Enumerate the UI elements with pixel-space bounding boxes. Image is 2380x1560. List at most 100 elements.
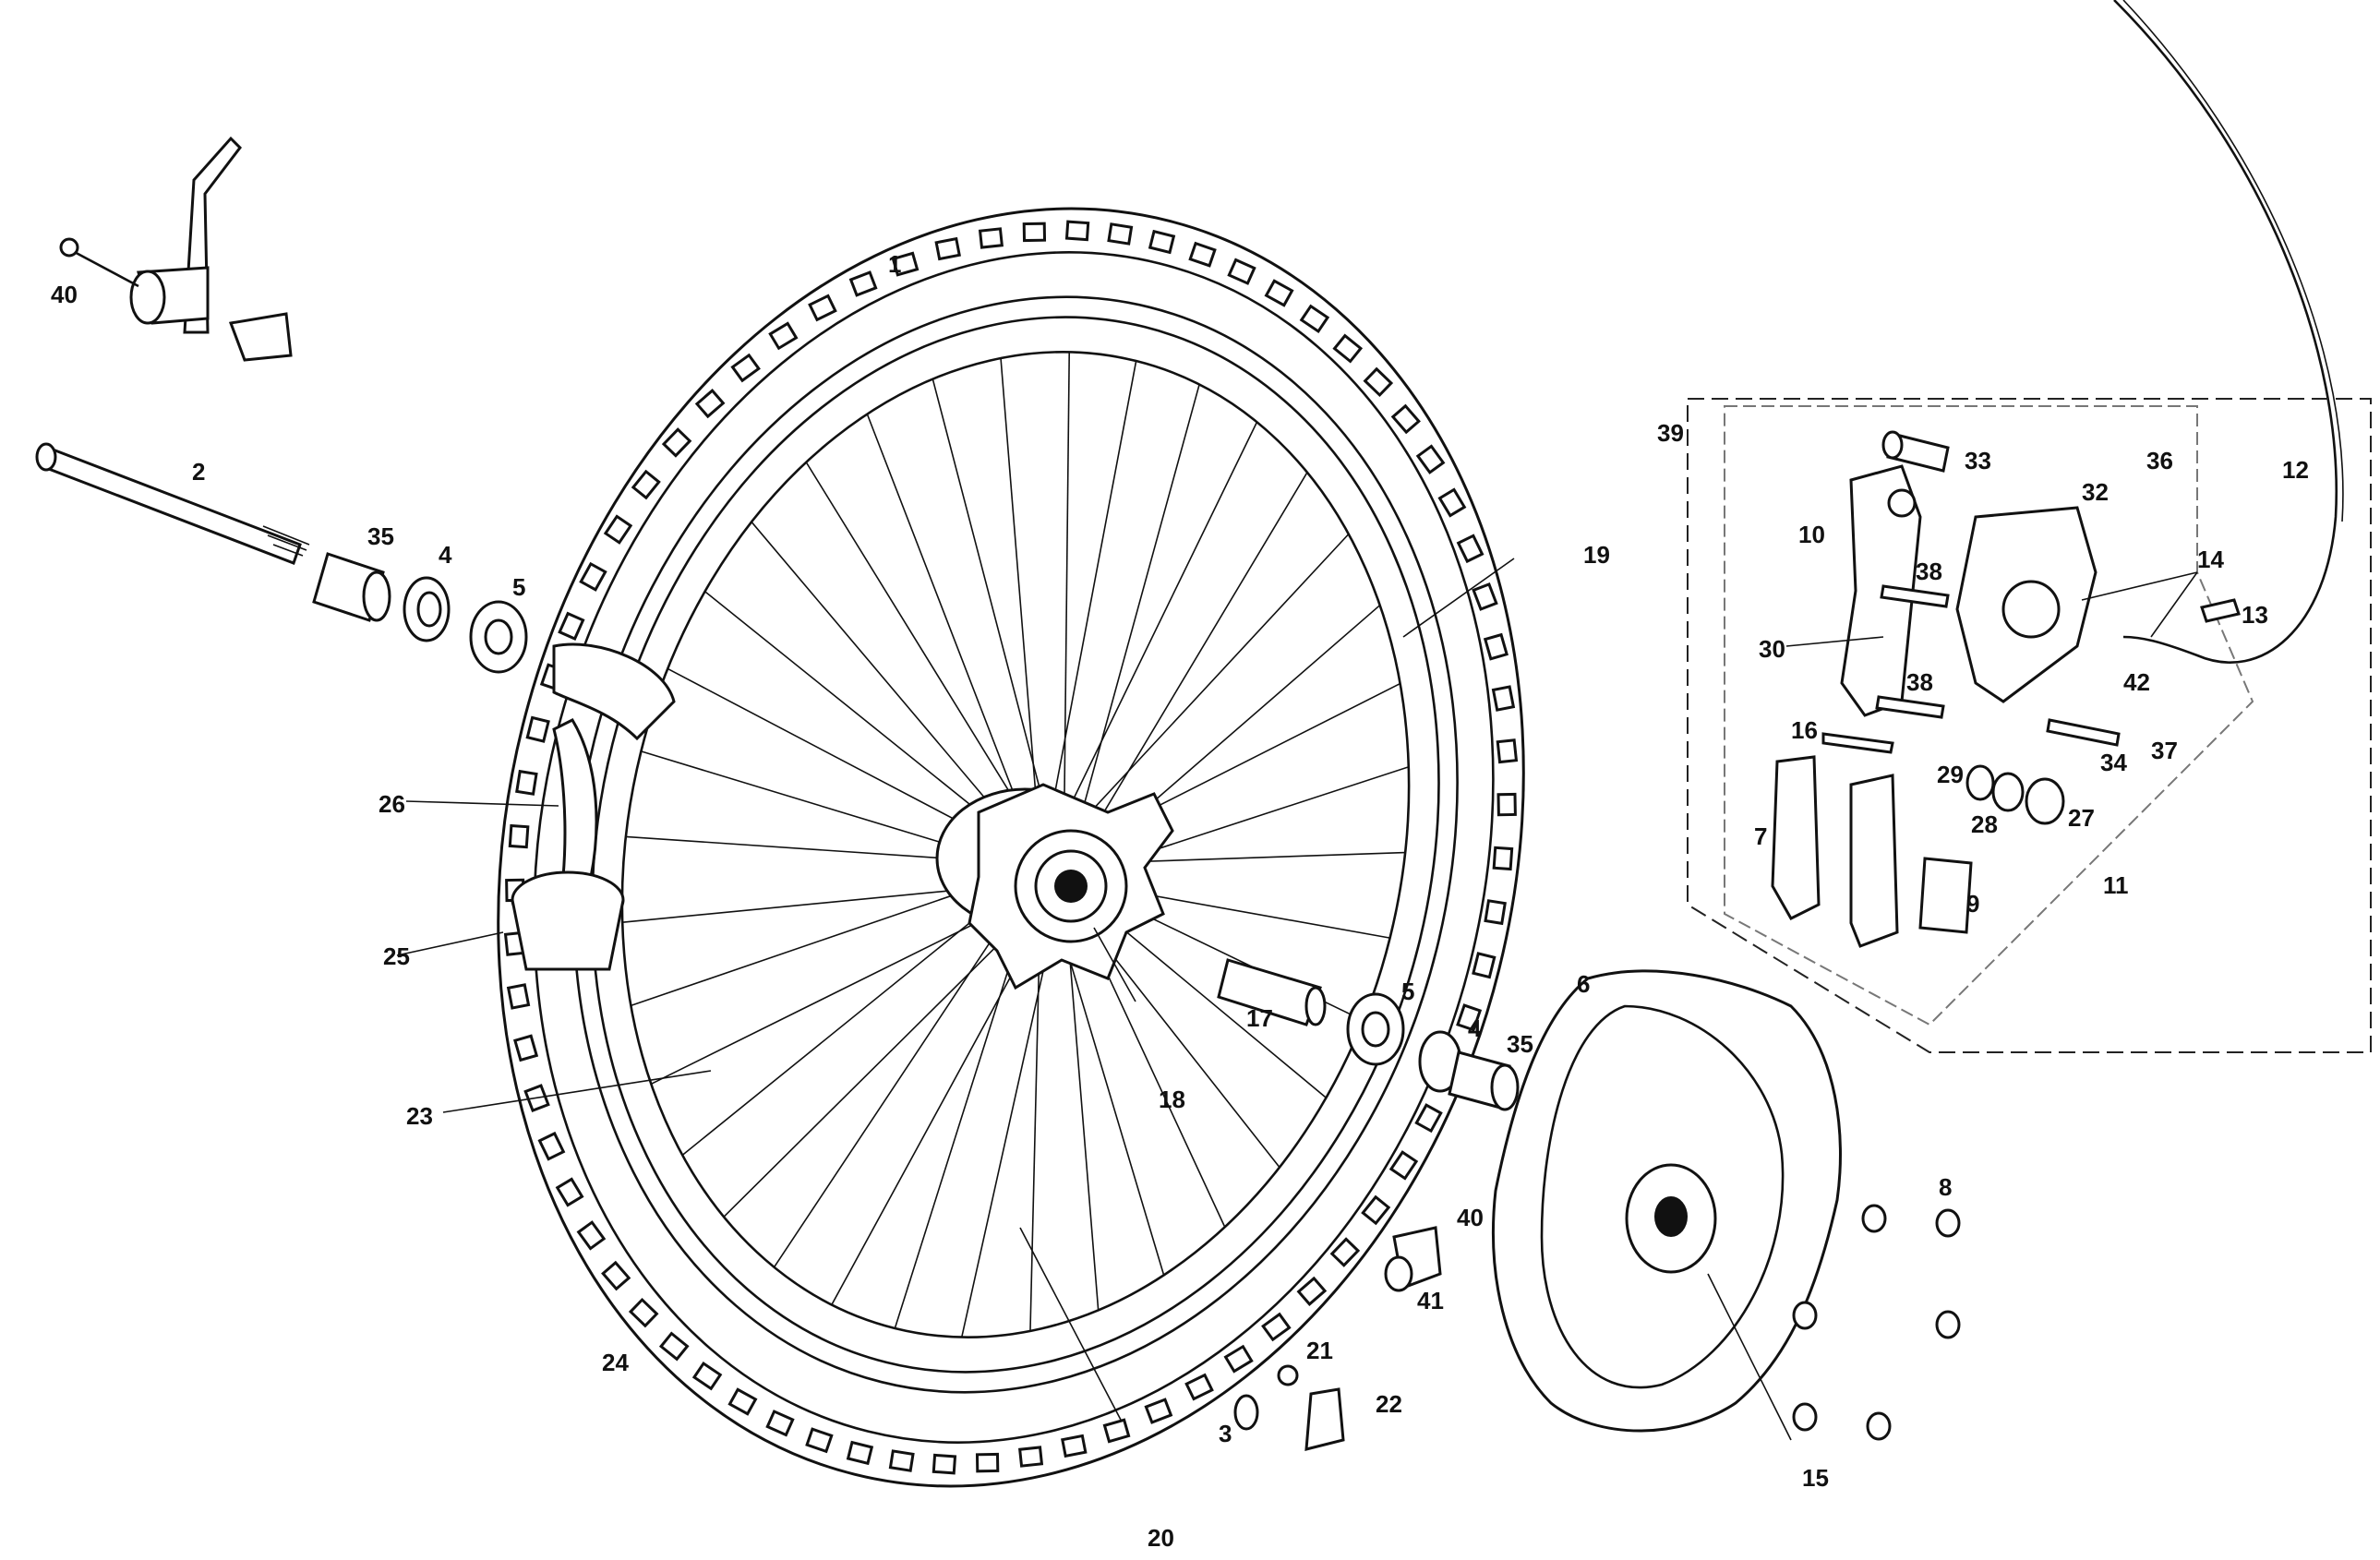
label-42: 42 bbox=[2123, 668, 2150, 696]
tread-knob bbox=[1261, 1312, 1292, 1342]
tread-knob bbox=[1492, 846, 1514, 871]
tread-knob bbox=[1472, 952, 1497, 979]
label-5a: 5 bbox=[512, 573, 525, 601]
tread-knob bbox=[631, 469, 661, 500]
spoke bbox=[1000, 357, 1042, 866]
label-40a: 40 bbox=[51, 281, 78, 308]
label-8: 8 bbox=[1939, 1173, 1952, 1201]
tread-knob bbox=[1414, 1103, 1443, 1134]
tread-knob bbox=[1472, 582, 1498, 611]
tread-knob bbox=[805, 1427, 834, 1454]
tread-knob bbox=[1491, 685, 1516, 712]
tread-knob bbox=[891, 251, 920, 277]
label-33: 33 bbox=[1965, 447, 1991, 474]
label-5b: 5 bbox=[1401, 978, 1414, 1005]
tread-knob bbox=[601, 1260, 631, 1291]
tread-knob bbox=[525, 715, 550, 743]
clamp-40 bbox=[59, 136, 293, 362]
label-24: 24 bbox=[602, 1349, 629, 1376]
tread-knob bbox=[848, 270, 878, 297]
tread-knob bbox=[1064, 220, 1090, 242]
label-4b: 4 bbox=[1468, 1014, 1482, 1042]
tread-knob bbox=[579, 561, 607, 592]
label-14: 14 bbox=[2197, 546, 2224, 573]
tread-knob bbox=[808, 294, 837, 322]
seal-4 bbox=[403, 576, 451, 642]
tread-knob bbox=[846, 1440, 874, 1466]
label-4a: 4 bbox=[439, 541, 452, 569]
label-3: 3 bbox=[1219, 1420, 1232, 1447]
label-29: 29 bbox=[1937, 761, 1964, 788]
brake-hose bbox=[2113, 0, 2338, 664]
disc-bolt bbox=[1866, 1411, 1892, 1441]
tread-knob bbox=[658, 1331, 690, 1362]
label-1: 1 bbox=[888, 250, 901, 278]
label-10: 10 bbox=[1798, 521, 1825, 548]
tread-knob bbox=[1363, 366, 1394, 398]
tread-knob bbox=[975, 1452, 1000, 1473]
tread-knob bbox=[1361, 1194, 1391, 1226]
label-19: 19 bbox=[1583, 541, 1610, 569]
label-30: 30 bbox=[1759, 635, 1785, 663]
disc-bolt bbox=[1792, 1301, 1818, 1330]
label-25: 25 bbox=[383, 942, 410, 970]
tread-knob bbox=[1437, 487, 1467, 518]
part-labels: 1 2 3 4 4 5 5 6 7 8 9 10 11 12 13 14 15 … bbox=[51, 250, 2309, 1552]
tread-knob bbox=[1264, 279, 1294, 307]
label-15: 15 bbox=[1802, 1464, 1829, 1492]
brake-disc bbox=[1492, 969, 1842, 1433]
tread-knob bbox=[1388, 1150, 1419, 1181]
tread-knob bbox=[1227, 258, 1256, 285]
disc-bolt bbox=[1935, 1208, 1961, 1238]
tread-knob bbox=[555, 1177, 584, 1207]
tread-knob bbox=[932, 1453, 957, 1475]
tread-knob bbox=[515, 769, 538, 796]
tread-knob bbox=[603, 514, 633, 545]
bearing-5 bbox=[469, 600, 528, 674]
tread-knob bbox=[1484, 899, 1507, 926]
label-16: 16 bbox=[1791, 716, 1818, 744]
label-20: 20 bbox=[1148, 1524, 1174, 1552]
label-32: 32 bbox=[2082, 478, 2109, 506]
disc-bolt bbox=[1792, 1402, 1818, 1432]
caliper-bolts bbox=[1821, 584, 2241, 754]
tread-knob bbox=[1390, 403, 1421, 435]
label-28: 28 bbox=[1971, 810, 1998, 838]
label-26: 26 bbox=[379, 790, 405, 818]
label-22: 22 bbox=[1376, 1390, 1402, 1418]
disc-bolt bbox=[1935, 1310, 1961, 1339]
tread-knob bbox=[727, 1387, 758, 1416]
tread-knob bbox=[513, 1034, 539, 1062]
tread-knob bbox=[1223, 1344, 1254, 1374]
tread-knob bbox=[1022, 222, 1047, 243]
label-35b: 35 bbox=[1507, 1030, 1533, 1058]
label-35a: 35 bbox=[367, 522, 394, 550]
valve-parts bbox=[1233, 1226, 1442, 1451]
tread-knob bbox=[694, 389, 726, 419]
tread-knob bbox=[1299, 304, 1330, 334]
tread-knob bbox=[1184, 1373, 1214, 1401]
caliper-inner-outline bbox=[1724, 405, 2254, 1026]
label-23: 23 bbox=[406, 1102, 433, 1130]
brake-pads bbox=[1771, 755, 1973, 948]
label-38b: 38 bbox=[1906, 668, 1933, 696]
label-40b: 40 bbox=[1457, 1204, 1484, 1231]
label-27: 27 bbox=[2068, 804, 2095, 832]
label-7: 7 bbox=[1754, 822, 1767, 850]
label-41: 41 bbox=[1417, 1287, 1444, 1314]
label-11: 11 bbox=[2103, 871, 2129, 899]
tread-knob bbox=[768, 321, 799, 351]
tread-knob bbox=[1483, 632, 1509, 661]
bearing-5-right bbox=[1346, 992, 1405, 1066]
tread-knob bbox=[558, 611, 585, 641]
label-34: 34 bbox=[2100, 749, 2127, 776]
tread-knob bbox=[765, 1410, 795, 1437]
tread-knob bbox=[537, 1131, 566, 1161]
tread-knob bbox=[1415, 444, 1446, 474]
tread-knob bbox=[1102, 1418, 1131, 1444]
tread-knob bbox=[1497, 792, 1517, 817]
spoke bbox=[1063, 352, 1071, 881]
label-2: 2 bbox=[192, 458, 205, 486]
